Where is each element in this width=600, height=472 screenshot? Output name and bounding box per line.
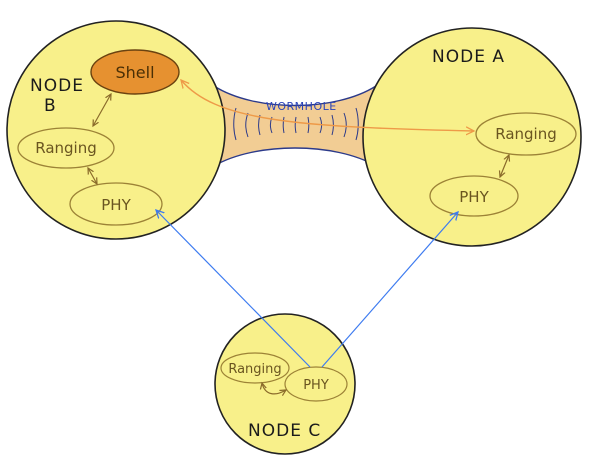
node-c-to-node-a-phy-link	[321, 212, 458, 368]
node-c-phy-label: PHY	[303, 378, 329, 393]
node-a-ranging-label: Ranging	[495, 125, 557, 143]
node-c-ranging-label: Ranging	[228, 362, 281, 377]
node-b-ranging-label: Ranging	[35, 139, 97, 157]
node-b-title-line1: NODE	[30, 76, 84, 96]
node-b-shell-module[interactable]	[90, 49, 180, 95]
node-b-shell-label: Shell	[115, 63, 154, 82]
shell-to-node-a-ranging-link	[181, 80, 474, 131]
node-a-phy-module[interactable]	[429, 175, 519, 217]
node-c-ranging-phy-link	[262, 383, 286, 394]
node-a-title: NODE A	[432, 47, 505, 67]
node-b-ranging-phy-link	[88, 168, 97, 184]
node-c-to-node-b-phy-link	[156, 210, 311, 368]
wormhole-label: WORMHOLE	[266, 100, 337, 113]
node-b-shell-ranging-link	[93, 94, 111, 126]
node-c-title: NODE C	[248, 421, 321, 441]
node-b-phy-label: PHY	[101, 196, 131, 214]
node-b-ranging-module[interactable]	[17, 127, 115, 169]
node-a-phy-label: PHY	[459, 188, 489, 206]
node-b-title-line2: B	[44, 96, 57, 116]
node-c-ranging-module[interactable]	[220, 352, 290, 384]
node-a-ranging-phy-link	[500, 155, 509, 177]
node-a-ranging-module[interactable]	[475, 112, 577, 156]
node-b-phy-module[interactable]	[69, 182, 163, 226]
